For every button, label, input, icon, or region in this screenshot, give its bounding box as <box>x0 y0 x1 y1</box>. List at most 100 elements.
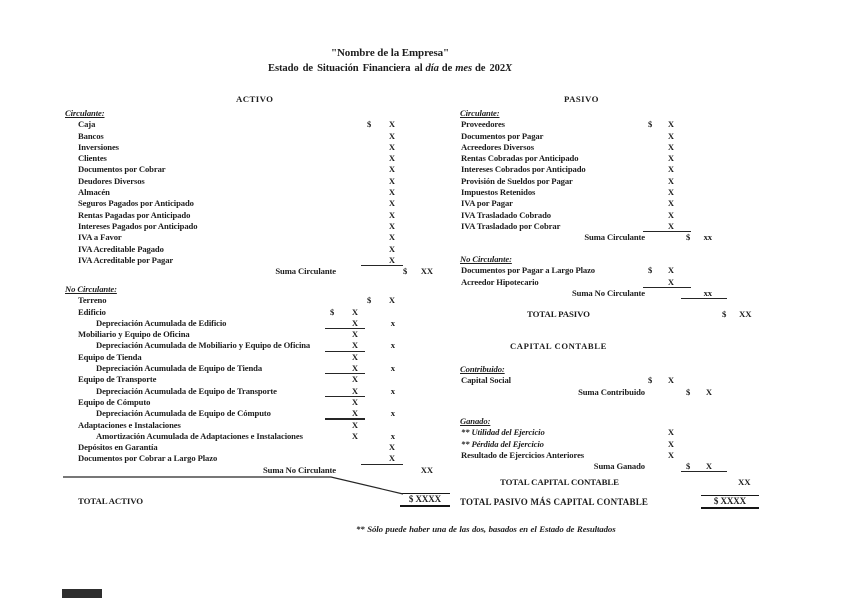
currency-sign: $ <box>722 309 727 319</box>
item-label: Equipo de Transporte <box>78 374 157 385</box>
item-label: IVA Acreditable Pagado <box>78 243 164 254</box>
item-label: IVA por Pagar <box>461 198 513 209</box>
amount-value: X <box>667 220 674 231</box>
sum-label: Suma No Circulante <box>571 287 645 298</box>
amount-value: X <box>388 198 395 209</box>
statement-de1: de <box>441 63 453 74</box>
total-activo-amount: $ XXXX <box>400 493 450 507</box>
grand-total-row: TOTAL PASIVO MÁS CAPITAL CONTABLE $ XXXX <box>460 495 820 513</box>
item-label: Terreno <box>78 295 107 306</box>
grand-total-label: TOTAL PASIVO MÁS CAPITAL CONTABLE <box>460 497 649 507</box>
sub-label: Depreciación Acumulada de Edificio <box>96 317 227 328</box>
currency-sign: $ <box>403 266 408 277</box>
item-label: Capital Social <box>461 375 511 386</box>
amount-value: X <box>388 232 395 243</box>
capital-contable-header: CAPITAL CONTABLE <box>510 341 607 351</box>
amount-value: x <box>390 430 395 441</box>
amount-value: X <box>388 175 395 186</box>
item-label: Impuestos Retenidos <box>461 187 536 198</box>
statement-de2: de <box>474 63 486 74</box>
amount-value: X <box>388 119 395 130</box>
subtotal-rule <box>325 418 365 420</box>
amount-value: X <box>351 363 358 374</box>
subtotal-rule <box>361 265 403 267</box>
amount-value: X <box>351 340 358 351</box>
section-label: No Circulante: <box>65 284 117 294</box>
sum-label: Suma No Circulante <box>262 464 336 475</box>
item-label: IVA Acreditable por Pagar <box>78 254 174 265</box>
amount-value: X <box>388 153 395 164</box>
amount-value: X <box>388 220 395 231</box>
amount-value: X <box>667 175 674 186</box>
pasivo-no-circulante-item-row: Documentos por Pagar a Largo Plazo$X <box>460 265 790 276</box>
section-label: Circulante: <box>65 108 105 118</box>
amount-value: X <box>667 153 674 164</box>
currency-sign: $ <box>686 232 691 243</box>
pasivo-circulante-item-row: Provisión de Sueldos por Pagar X <box>460 176 790 187</box>
amount-value: X <box>667 209 674 220</box>
item-label: Intereses Cobrados por Anticipado <box>461 164 586 175</box>
item-label: IVA Trasladado por Cobrar <box>461 220 561 231</box>
item-label: Caja <box>78 119 96 130</box>
sum-label: Suma Circulante <box>584 232 645 243</box>
activo-circulante-section-row: Circulante: <box>62 108 442 119</box>
pasivo-circulante-sum-row: Suma Circulante$xx <box>460 232 790 243</box>
amount-value: x <box>390 408 395 419</box>
item-label: Resultado de Ejercicios Anteriores <box>461 449 585 460</box>
amount-value: X <box>388 295 395 306</box>
item-label: Bancos <box>78 130 104 141</box>
amount-value: X <box>705 461 712 472</box>
amount-value: X <box>667 187 674 198</box>
amount-value: X <box>351 408 358 419</box>
amount-value: X <box>667 164 674 175</box>
subtotal-rule <box>325 395 365 397</box>
pasivo-circulante-item-row: Intereses Cobrados por Anticipado X <box>460 164 790 175</box>
item-label: Rentas Cobradas por Anticipado <box>461 153 579 164</box>
item-label: Rentas Pagadas por Anticipado <box>78 209 191 220</box>
activo-header: ACTIVO <box>236 94 274 104</box>
subtotal-rule <box>361 463 403 465</box>
amount-value: X <box>388 453 395 464</box>
activo-no-circulante-section-row: No Circulante: <box>62 284 442 295</box>
amount-value: X <box>351 430 358 441</box>
amount-value: X <box>667 141 674 152</box>
activo-no-circulante-item-row: Terreno$X <box>62 295 442 306</box>
pasivo-no-circulante-section-row: No Circulante: <box>460 254 790 265</box>
activo-circulante-sum-row: Suma Circulante$XX <box>62 266 442 277</box>
item-label: Proveedores <box>461 119 505 130</box>
item-label: IVA Trasladado Cobrado <box>461 209 551 220</box>
amount-value: X <box>351 385 358 396</box>
total-activo-row: TOTAL ACTIVO $ XXXX <box>62 493 462 512</box>
amount-value: X <box>667 427 674 438</box>
section-label: Ganado: <box>460 416 491 426</box>
sum-label: Suma Ganado <box>593 461 645 472</box>
sub-label: Depreciación Acumulada de Equipo de Tran… <box>96 385 277 396</box>
statement-title-prefix: Estado de Situación Financiera al <box>267 63 423 74</box>
item-label: Provisión de Sueldos por Pagar <box>461 175 573 186</box>
amount-value: x <box>390 317 395 328</box>
activo-no-circulante-item-row: Edificio$X <box>62 307 442 318</box>
subtotal-rule <box>325 328 365 330</box>
item-label: Documentos por Pagar <box>461 130 544 141</box>
currency-sign: $ <box>686 386 691 397</box>
currency-sign: $ <box>330 306 335 317</box>
currency-sign: $ <box>648 265 653 276</box>
